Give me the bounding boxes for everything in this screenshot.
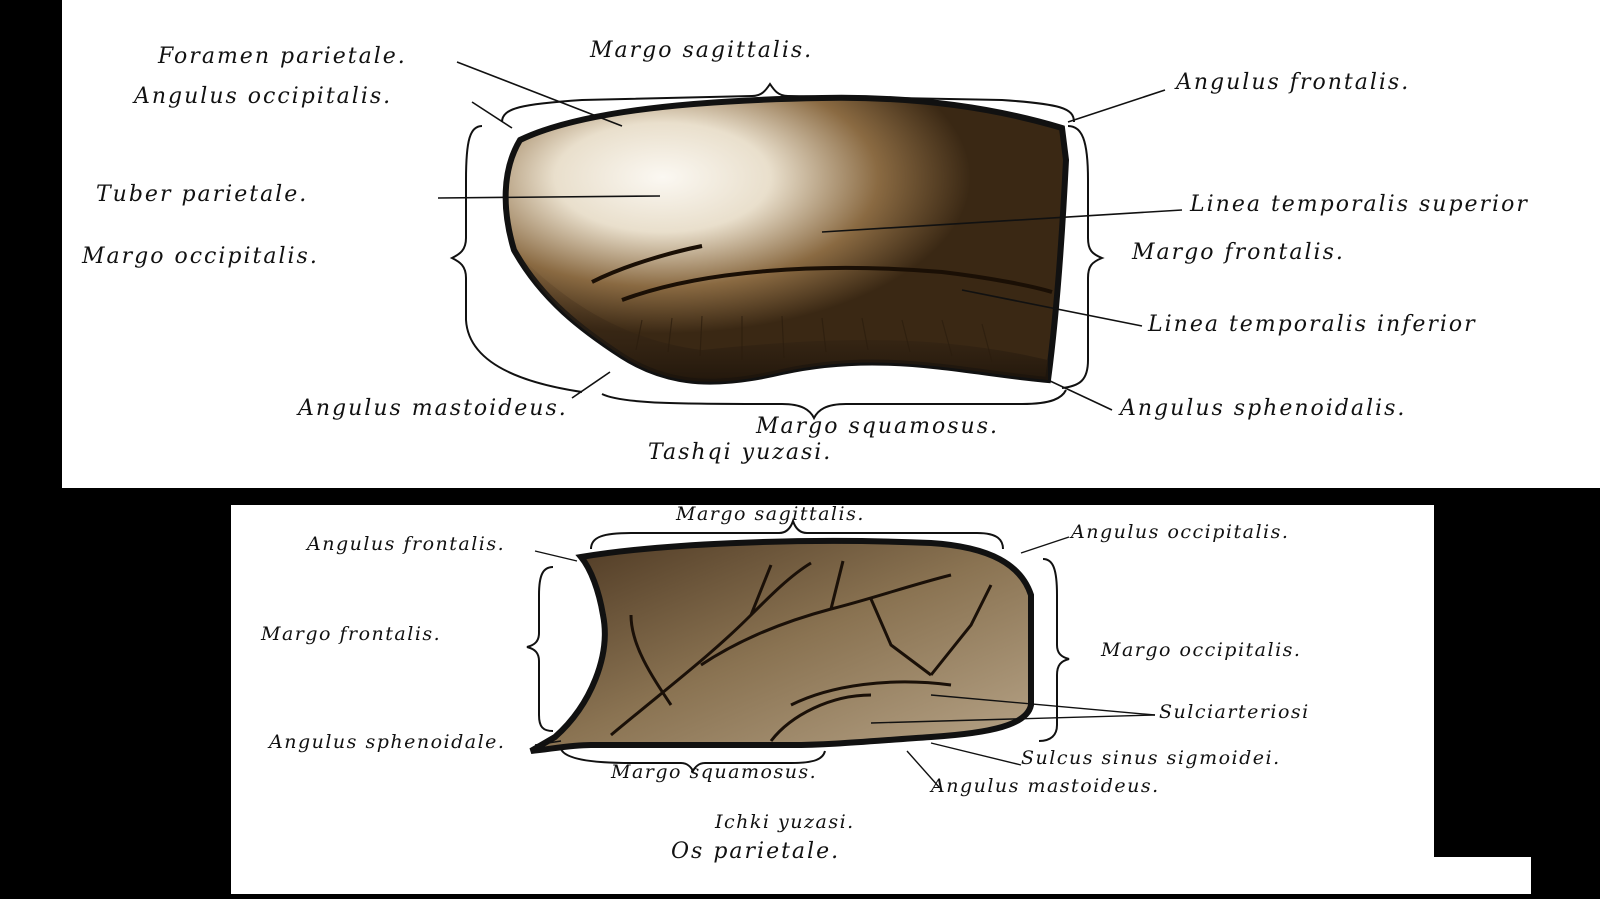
brace-margo-occipitalis xyxy=(449,125,583,393)
label-margo-sagittalis-bottom: Margo sagittalis. xyxy=(676,505,865,525)
brace-margo-sagittalis xyxy=(501,82,1075,123)
parietal-bone-outer xyxy=(502,94,1070,385)
brace-margo-squamosus-bottom xyxy=(560,748,826,774)
label-angulus-frontalis-top: Angulus frontalis. xyxy=(1176,70,1411,95)
brace-margo-squamosus xyxy=(601,389,1067,421)
label-angulus-occipitalis-top: Angulus occipitalis. xyxy=(134,84,393,109)
label-linea-temporalis-inferior: Linea temporalis inferior xyxy=(1148,312,1477,337)
label-margo-sagittalis-top: Margo sagittalis. xyxy=(590,38,814,63)
label-linea-temporalis-superior: Linea temporalis superior xyxy=(1190,192,1529,217)
brace-margo-sagittalis-bottom xyxy=(590,517,1004,550)
label-angulus-frontalis-bottom: Angulus frontalis. xyxy=(307,533,506,555)
sulci-arteriosi-grooves xyxy=(610,560,993,742)
outer-surface-illustration xyxy=(437,61,1183,421)
label-angulus-occipitalis-bottom: Angulus occipitalis. xyxy=(1071,521,1290,543)
label-foramen-parietale: Foramen parietale. xyxy=(158,44,407,69)
label-margo-frontalis-top: Margo frontalis. xyxy=(1132,240,1345,265)
label-margo-squamosus-bottom: Margo squamosus. xyxy=(611,761,818,783)
caption-outer-surface: Tashqi yuzasi. xyxy=(648,440,833,465)
bottom-leader-lines xyxy=(534,536,1156,788)
label-sulci-arteriosi: Sulciarteriosi xyxy=(1159,701,1310,723)
label-margo-occipitalis-bottom: Margo occipitalis. xyxy=(1101,639,1302,661)
panel-bottom-extension xyxy=(1434,857,1531,894)
label-margo-occipitalis-top: Margo occipitalis. xyxy=(82,244,319,269)
label-margo-frontalis-bottom: Margo frontalis. xyxy=(261,623,442,645)
brace-margo-frontalis xyxy=(1061,125,1105,389)
label-tuber-parietale: Tuber parietale. xyxy=(96,182,309,207)
top-leader-lines xyxy=(437,61,1183,411)
label-angulus-sphenoidale: Angulus sphenoidale. xyxy=(269,731,506,753)
inner-surface-illustration xyxy=(526,517,1156,788)
label-angulus-mastoideus-top: Angulus mastoideus. xyxy=(298,396,568,421)
linea-temporalis-superior-line xyxy=(591,244,703,284)
title-os-parietale: Os parietale. xyxy=(671,839,841,864)
linea-temporalis-inferior-line xyxy=(621,265,1053,302)
label-margo-squamosus-top: Margo squamosus. xyxy=(756,414,999,439)
brace-margo-frontalis-bottom xyxy=(526,566,554,732)
label-angulus-mastoideus-bottom: Angulus mastoideus. xyxy=(931,775,1160,797)
brace-margo-occipitalis-bottom xyxy=(1038,558,1070,742)
inner-surface-panel: Margo sagittalis. Angulus frontalis. Ang… xyxy=(231,505,1434,894)
label-angulus-sphenoidalis: Angulus sphenoidalis. xyxy=(1120,396,1407,421)
outer-surface-panel: Foramen parietale. Margo sagittalis. Ang… xyxy=(62,0,1600,488)
label-sulcus-sinus-sigmoidei: Sulcus sinus sigmoidei. xyxy=(1021,747,1281,769)
caption-inner-surface: Ichki yuzasi. xyxy=(715,811,855,833)
